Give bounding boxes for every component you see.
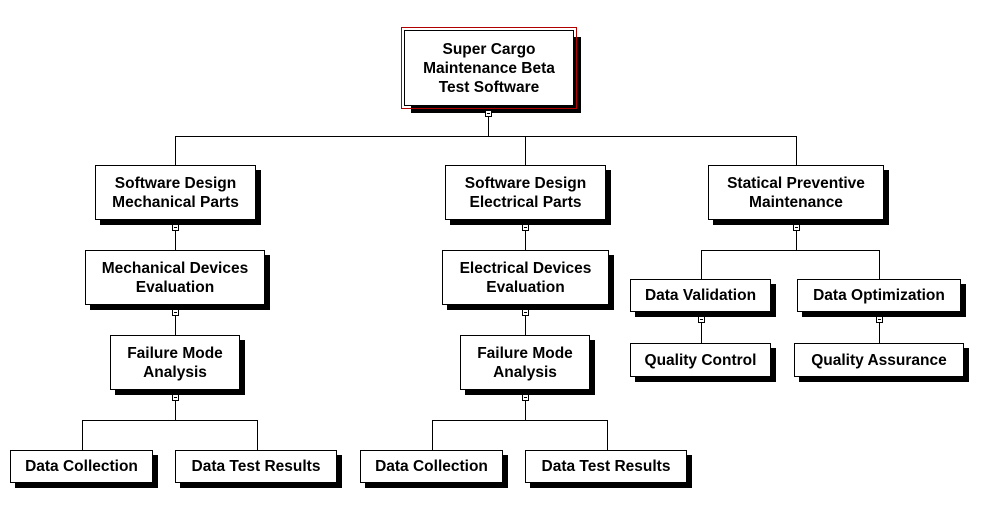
connector-line — [701, 250, 702, 280]
connector-line — [175, 220, 176, 251]
collapse-toggle-icon[interactable] — [522, 394, 529, 401]
connector-line — [607, 420, 608, 451]
connector-line — [175, 390, 176, 421]
connector-line — [701, 312, 702, 344]
data-test-results-electrical-node[interactable]: Data Test Results — [525, 450, 687, 483]
software-design-electrical-node[interactable]: Software Design Electrical Parts — [445, 165, 606, 220]
connector-line — [175, 305, 176, 336]
connector-line — [175, 136, 176, 166]
connector-line — [525, 305, 526, 336]
connector-line — [796, 136, 797, 166]
connector-line — [82, 420, 83, 451]
data-collection-mechanical-node[interactable]: Data Collection — [10, 450, 153, 483]
connector-line — [257, 420, 258, 451]
software-design-mechanical-node[interactable]: Software Design Mechanical Parts — [95, 165, 256, 220]
collapse-toggle-icon[interactable] — [172, 224, 179, 231]
collapse-toggle-icon[interactable] — [522, 224, 529, 231]
collapse-toggle-icon[interactable] — [793, 224, 800, 231]
connector-line — [432, 420, 433, 451]
connector-line — [175, 136, 797, 137]
connector-line — [525, 390, 526, 421]
connector-line — [879, 312, 880, 344]
mechanical-devices-evaluation-node[interactable]: Mechanical Devices Evaluation — [85, 250, 265, 305]
collapse-toggle-icon[interactable] — [172, 394, 179, 401]
failure-mode-analysis-mechanical-node[interactable]: Failure Mode Analysis — [110, 335, 240, 390]
data-optimization-node[interactable]: Data Optimization — [797, 279, 961, 312]
connector-line — [525, 220, 526, 251]
quality-assurance-node[interactable]: Quality Assurance — [794, 343, 964, 377]
connector-line — [82, 420, 258, 421]
data-test-results-mechanical-node[interactable]: Data Test Results — [175, 450, 337, 483]
data-validation-node[interactable]: Data Validation — [630, 279, 771, 312]
electrical-devices-evaluation-node[interactable]: Electrical Devices Evaluation — [442, 250, 609, 305]
collapse-toggle-icon[interactable] — [522, 309, 529, 316]
root-node[interactable]: Super Cargo Maintenance Beta Test Softwa… — [401, 27, 577, 109]
connector-line — [488, 107, 489, 136]
connector-line — [879, 250, 880, 280]
collapse-toggle-icon[interactable] — [172, 309, 179, 316]
collapse-toggle-icon[interactable] — [485, 110, 492, 117]
statical-preventive-maintenance-node[interactable]: Statical Preventive Maintenance — [708, 165, 884, 220]
connector-line — [701, 250, 880, 251]
data-collection-electrical-node[interactable]: Data Collection — [360, 450, 503, 483]
failure-mode-analysis-electrical-node[interactable]: Failure Mode Analysis — [460, 335, 590, 390]
collapse-toggle-icon[interactable] — [876, 316, 883, 323]
connector-line — [796, 220, 797, 250]
connector-line — [525, 136, 526, 166]
connector-line — [432, 420, 608, 421]
collapse-toggle-icon[interactable] — [698, 316, 705, 323]
quality-control-node[interactable]: Quality Control — [630, 343, 771, 377]
